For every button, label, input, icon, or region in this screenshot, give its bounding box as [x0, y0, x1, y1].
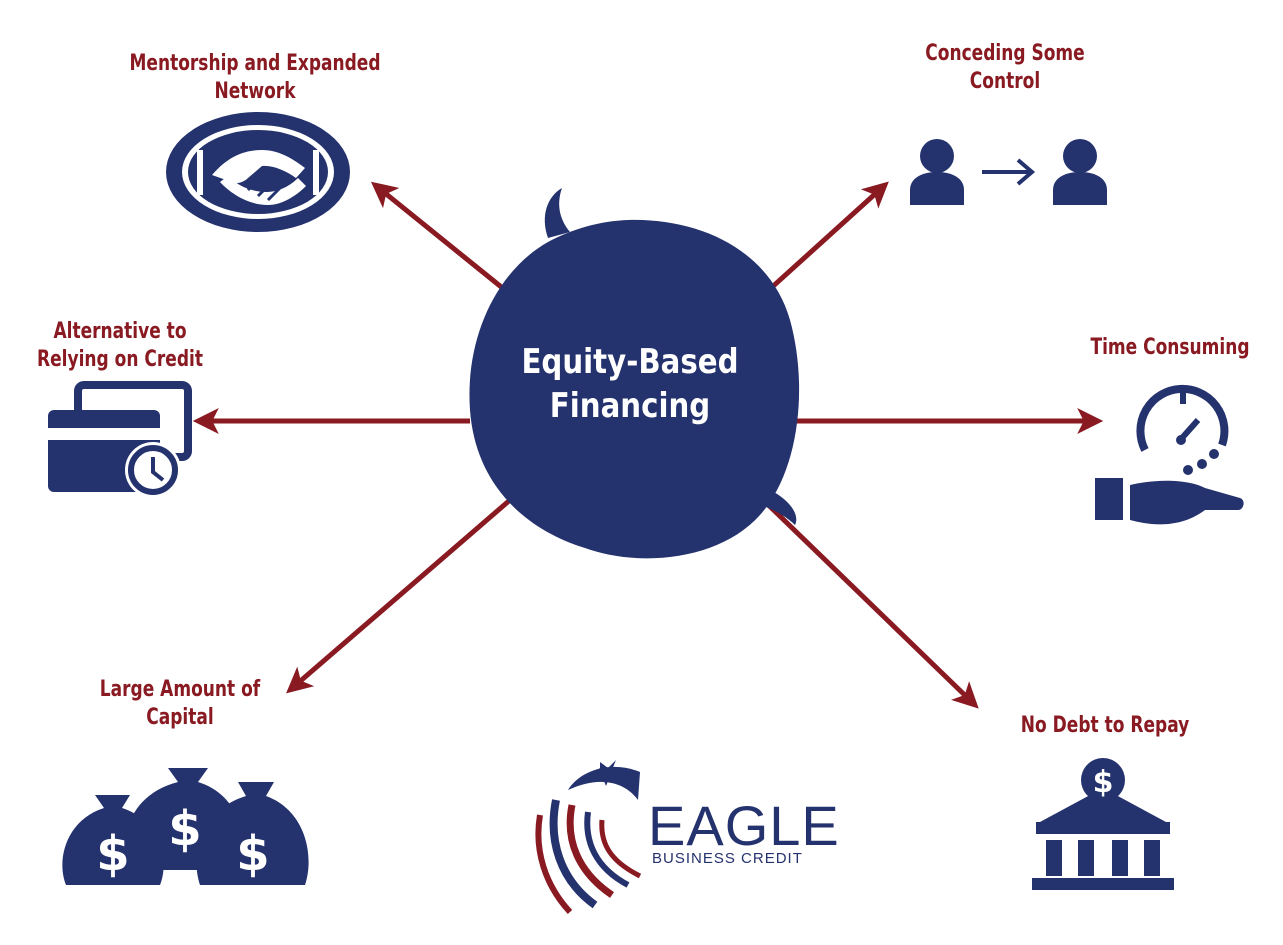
label-capital-line2: Capital	[146, 705, 214, 730]
label-mentorship-line2: Network	[214, 79, 296, 104]
arrow-to-debt	[753, 490, 979, 709]
bank-dollar-icon: $	[1032, 758, 1174, 890]
svg-text:$: $	[236, 826, 269, 882]
arrow-to-capital	[286, 498, 512, 694]
label-control-line1: Conceding Some	[925, 41, 1085, 66]
label-mentorship-line1: Mentorship and Expanded	[129, 51, 381, 76]
center-blob	[469, 188, 800, 559]
logo-wordmark: EAGLE	[648, 794, 840, 857]
credit-card-clock-icon	[48, 381, 192, 498]
stopwatch-hand-icon	[1095, 384, 1244, 525]
label-control: Conceding Some Control	[889, 40, 1121, 96]
arrow-to-control	[758, 181, 889, 300]
label-credit-line2: Relying on Credit	[37, 347, 203, 372]
center-title: Equity-Based Financing	[492, 340, 767, 428]
label-credit-line1: Alternative to	[53, 319, 187, 344]
eagle-logo	[535, 760, 642, 915]
label-credit: Alternative to Relying on Credit	[17, 318, 223, 374]
label-debt: No Debt to Repay	[998, 712, 1213, 740]
label-debt-line1: No Debt to Repay	[1020, 713, 1190, 738]
logo-subtitle: BUSINESS CREDIT	[652, 850, 803, 867]
center-title-line1: Equity-Based	[521, 342, 739, 382]
svg-text:$: $	[96, 826, 129, 882]
label-mentorship: Mentorship and Expanded Network	[96, 50, 414, 106]
money-bags-icon: $ $ $	[62, 768, 309, 885]
handshake-icon	[166, 112, 350, 232]
arrows	[192, 181, 1104, 709]
label-control-line2: Control	[969, 69, 1041, 94]
label-time: Time Consuming	[1067, 334, 1273, 362]
label-capital: Large Amount of Capital	[68, 676, 292, 732]
svg-text:$: $	[168, 801, 201, 857]
label-time-line1: Time Consuming	[1090, 335, 1250, 360]
person-transfer-icon	[910, 139, 1107, 205]
arrow-to-mentorship	[370, 181, 507, 292]
center-title-line2: Financing	[549, 386, 711, 426]
label-capital-line1: Large Amount of	[99, 677, 261, 702]
svg-text:$: $	[1093, 765, 1114, 800]
